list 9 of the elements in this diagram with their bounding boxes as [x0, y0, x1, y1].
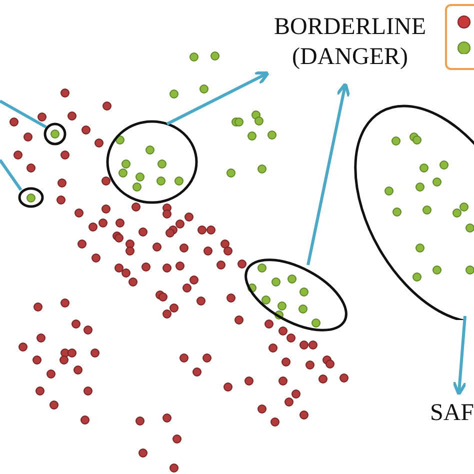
arrow: [166, 71, 270, 126]
arrow: [306, 82, 350, 266]
arrow: [452, 316, 468, 396]
cluster-ellipse: [18, 187, 44, 208]
cluster-ellipse: [106, 120, 198, 204]
annotation-label: BORDERLINE (DANGER): [262, 12, 438, 72]
cluster-ellipse: [43, 122, 67, 146]
annotation-label: SAF: [424, 398, 474, 428]
cluster-ellipse: [243, 258, 349, 332]
